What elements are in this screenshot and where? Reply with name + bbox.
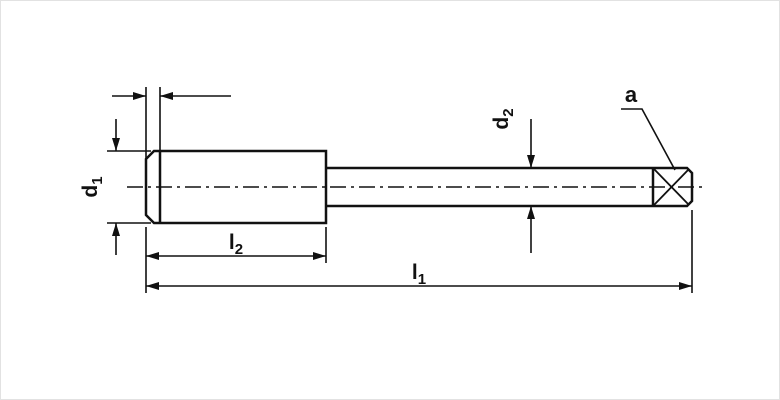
dim-label-d2: d2 — [490, 108, 517, 129]
arrowhead — [527, 155, 535, 168]
dim-label-l2: l2 — [229, 231, 243, 258]
callout-a: a — [621, 82, 676, 171]
arrowhead — [160, 92, 173, 100]
dim-label-a: a — [625, 82, 638, 107]
dim-label-d1: d1 — [79, 176, 106, 197]
arrowhead — [527, 206, 535, 219]
arrowhead — [112, 138, 120, 151]
tap-body — [127, 149, 705, 225]
leader-line — [621, 108, 676, 171]
arrowhead — [679, 282, 692, 290]
dim-chamfer-length — [112, 87, 231, 159]
dim-l2: l2 — [145, 227, 327, 293]
arrowhead — [146, 252, 159, 260]
dim-d2: d2 — [490, 108, 535, 253]
arrowhead — [146, 282, 159, 290]
dim-d1: d1 — [79, 119, 151, 255]
dim-l1: l1 — [146, 210, 693, 293]
arrowhead — [313, 252, 326, 260]
arrowhead — [112, 223, 120, 236]
dim-label-l1: l1 — [412, 261, 426, 288]
arrowhead — [133, 92, 146, 100]
